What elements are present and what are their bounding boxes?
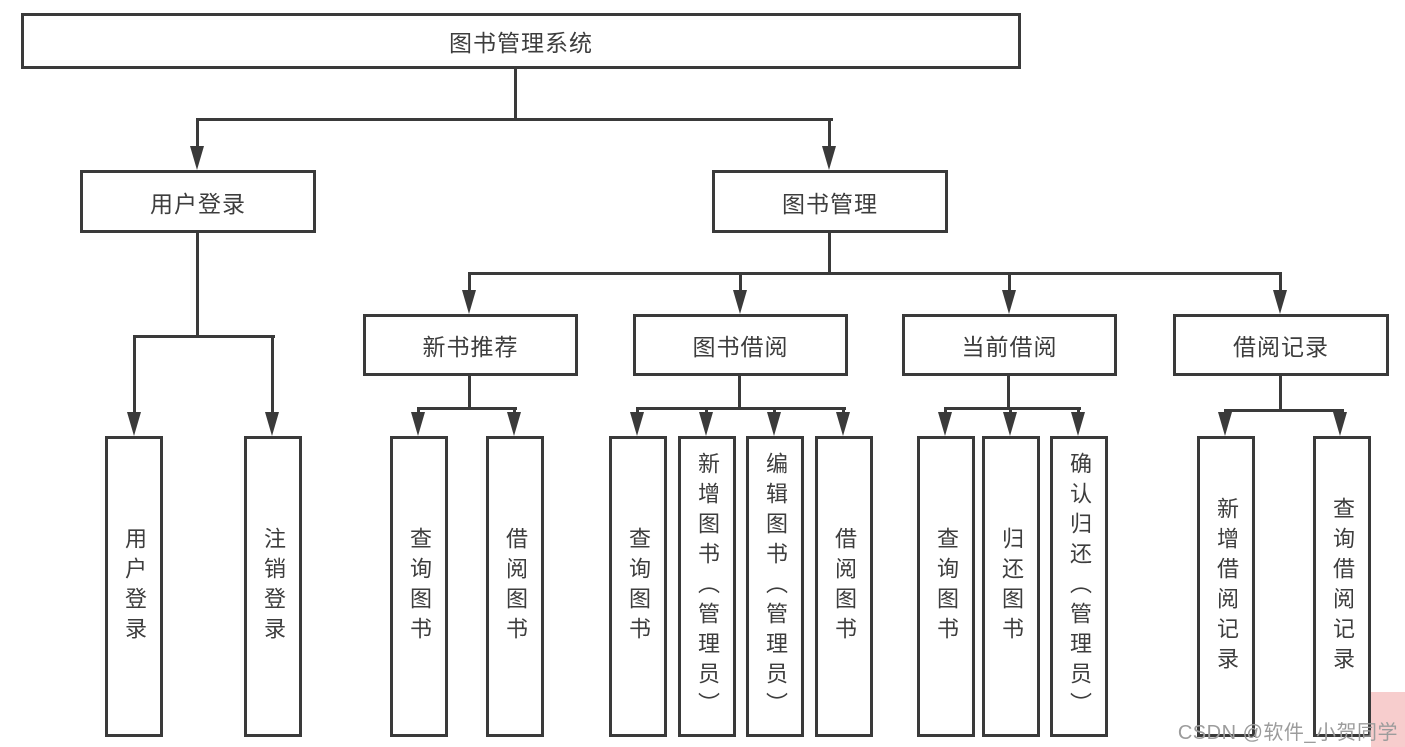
arrow-down-icon [1002, 290, 1016, 314]
node-book-borrow-label: 图书借阅 [692, 334, 789, 360]
connector-currentborrow-stem [1007, 376, 1010, 407]
node-current-borrow: 当前借阅 [902, 314, 1117, 376]
connector-borrowrecord-stem [1279, 376, 1282, 409]
arrow-down-icon [265, 412, 279, 436]
connector-userlogin-drop-2 [271, 335, 274, 414]
arrow-down-icon [1071, 412, 1085, 436]
leaf-bb-query-book-label: 查询图书 [626, 526, 651, 647]
node-root-label: 图书管理系统 [449, 30, 593, 56]
watermark-background [1371, 692, 1405, 747]
connector-bookmgmt-drop-4 [1279, 272, 1282, 292]
arrow-down-icon [127, 412, 141, 436]
connector-userlogin-stem [196, 233, 199, 335]
connector-newbookrec-rail [417, 407, 517, 410]
leaf-rec-borrow-book: 借阅图书 [486, 436, 544, 737]
arrow-down-icon [822, 146, 836, 170]
leaf-logout: 注销登录 [244, 436, 302, 737]
arrow-down-icon [190, 146, 204, 170]
arrow-down-icon [938, 412, 952, 436]
leaf-cb-confirm-return-label: 确认归还（管理员） [1067, 451, 1092, 722]
leaf-cb-query-book: 查询图书 [917, 436, 975, 737]
leaf-logout-label: 注销登录 [261, 526, 286, 647]
arrow-down-icon [767, 412, 781, 436]
leaf-bb-edit-book-label: 编辑图书（管理员） [763, 451, 788, 722]
connector-bookborrow-stem [738, 376, 741, 407]
leaf-br-query-record: 查询借阅记录 [1313, 436, 1371, 737]
leaf-cb-confirm-return: 确认归还（管理员） [1050, 436, 1108, 737]
arrow-down-icon [699, 412, 713, 436]
connector-bookborrow-rail [636, 407, 846, 410]
leaf-br-add-record-label: 新增借阅记录 [1214, 496, 1239, 677]
node-user-login-label: 用户登录 [150, 190, 246, 217]
arrow-down-icon [733, 290, 747, 314]
node-new-book-rec: 新书推荐 [363, 314, 578, 376]
leaf-rec-query-book-label: 查询图书 [407, 526, 432, 647]
connector-root-stem [514, 69, 517, 118]
connector-root-drop-book-mgmt [828, 118, 831, 152]
leaf-bb-edit-book: 编辑图书（管理员） [746, 436, 804, 737]
arrow-down-icon [1273, 290, 1287, 314]
connector-bookmgmt-stem [828, 233, 831, 272]
connector-userlogin-rail [133, 335, 275, 338]
connector-newbookrec-stem [468, 376, 471, 407]
arrow-down-icon [836, 412, 850, 436]
connector-bookmgmt-rail [468, 272, 1282, 275]
connector-bookmgmt-drop-1 [468, 272, 471, 292]
arrow-down-icon [462, 290, 476, 314]
node-book-mgmt: 图书管理 [712, 170, 948, 233]
leaf-cb-return-book-label: 归还图书 [999, 526, 1024, 647]
node-book-mgmt-label: 图书管理 [782, 190, 878, 217]
node-root: 图书管理系统 [21, 13, 1021, 69]
connector-currentborrow-rail [944, 407, 1081, 410]
arrow-down-icon [1003, 412, 1017, 436]
leaf-bb-add-book: 新增图书（管理员） [678, 436, 736, 737]
arrow-down-icon [1218, 412, 1232, 436]
node-borrow-record-label: 借阅记录 [1233, 334, 1329, 360]
leaf-user-login-label: 用户登录 [122, 526, 147, 647]
leaf-bb-borrow-book: 借阅图书 [815, 436, 873, 737]
node-current-borrow-label: 当前借阅 [961, 334, 1058, 360]
leaf-bb-add-book-label: 新增图书（管理员） [695, 451, 720, 722]
node-book-borrow: 图书借阅 [633, 314, 848, 376]
node-new-book-rec-label: 新书推荐 [422, 334, 519, 360]
leaf-rec-borrow-book-label: 借阅图书 [503, 526, 528, 647]
arrow-down-icon [1333, 412, 1347, 436]
node-borrow-record: 借阅记录 [1173, 314, 1389, 376]
leaf-cb-query-book-label: 查询图书 [934, 526, 959, 647]
connector-userlogin-drop-1 [133, 335, 136, 414]
leaf-user-login: 用户登录 [105, 436, 163, 737]
arrow-down-icon [411, 412, 425, 436]
connector-bookmgmt-drop-2 [739, 272, 742, 292]
leaf-bb-borrow-book-label: 借阅图书 [832, 526, 857, 647]
csdn-watermark: CSDN @软件_小贺同学 [1177, 722, 1398, 744]
connector-root-drop-user-login [196, 118, 199, 152]
arrow-down-icon [630, 412, 644, 436]
leaf-cb-return-book: 归还图书 [982, 436, 1040, 737]
leaf-br-add-record: 新增借阅记录 [1197, 436, 1255, 737]
connector-root-rail [196, 118, 833, 121]
arrow-down-icon [507, 412, 521, 436]
leaf-rec-query-book: 查询图书 [390, 436, 448, 737]
connector-bookmgmt-drop-3 [1008, 272, 1011, 292]
leaf-br-query-record-label: 查询借阅记录 [1330, 496, 1355, 677]
connector-borrowrecord-rail [1224, 409, 1344, 412]
leaf-bb-query-book: 查询图书 [609, 436, 667, 737]
node-user-login: 用户登录 [80, 170, 316, 233]
